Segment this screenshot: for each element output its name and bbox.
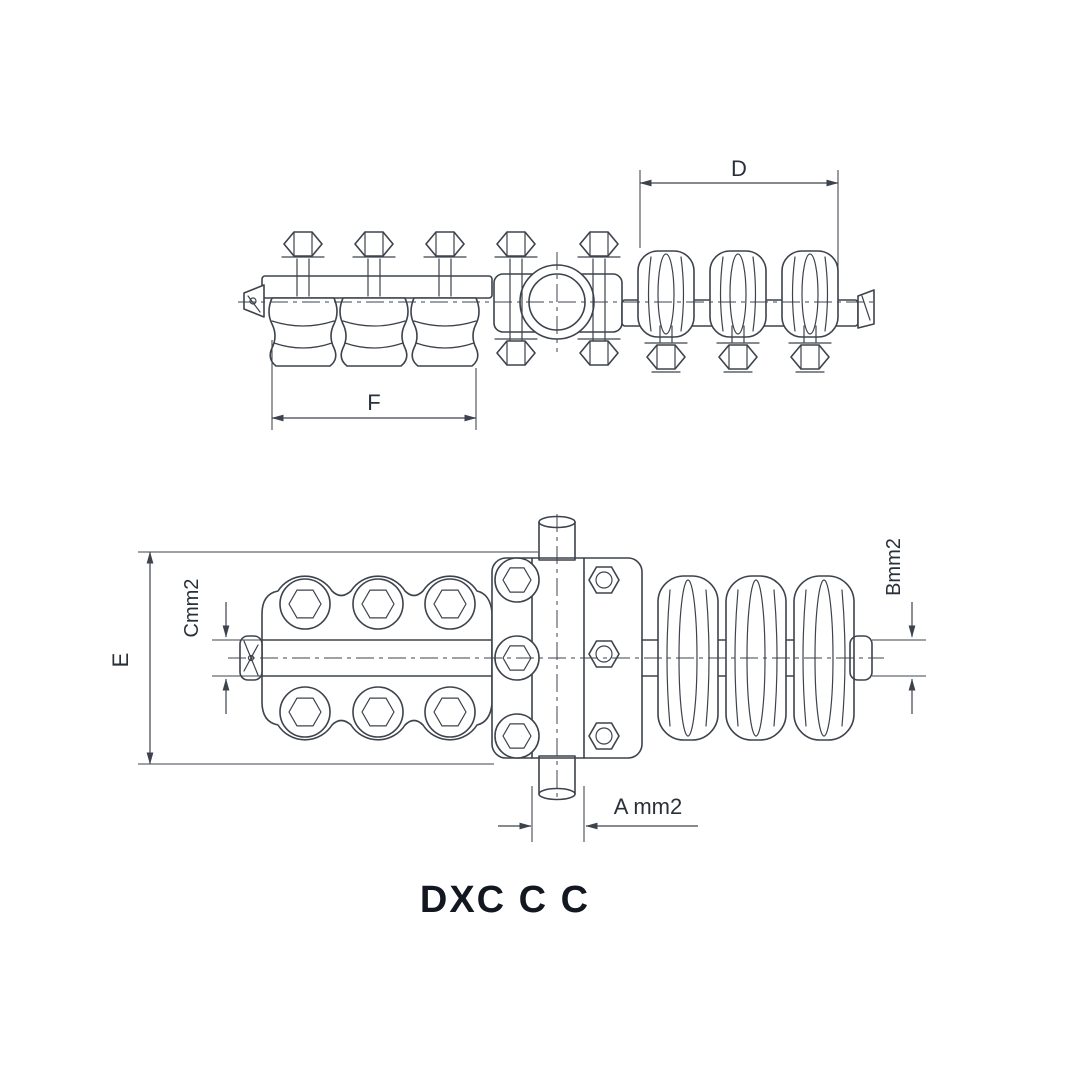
bolt-head (424, 686, 476, 738)
hex-nut (496, 231, 536, 257)
hex-nut (646, 344, 686, 370)
part-number: DXC C C (420, 879, 590, 921)
front-view: E Cmm2 Bmm2 A mm2 (108, 514, 926, 842)
top-view: D F (238, 156, 876, 430)
wavy-clamp-body (410, 297, 480, 367)
hex-nut (283, 231, 323, 257)
dimension-label-f: F (367, 390, 380, 415)
right-end-cap (857, 289, 875, 329)
wavy-clamp-body (268, 297, 338, 367)
spring-unit (709, 250, 767, 338)
bolt-head (352, 578, 404, 630)
bolt-head (494, 557, 540, 603)
dimension-label-e: E (108, 653, 133, 668)
dimension-label-c: Cmm2 (181, 579, 203, 638)
dimension-e: E (108, 551, 538, 765)
hex-nut (790, 344, 830, 370)
spring-unit (637, 250, 695, 338)
hex-nut (588, 722, 620, 750)
dimension-a: A mm2 (498, 786, 698, 842)
dimension-d: D (639, 156, 839, 286)
dimension-label-a: A mm2 (614, 794, 682, 819)
dimension-b: Bmm2 (872, 538, 926, 714)
dimension-f: F (271, 340, 477, 430)
dimension-label-b: Bmm2 (883, 538, 905, 596)
hex-nut (588, 640, 620, 668)
conductor-channel (261, 639, 493, 677)
dimension-label-d: D (731, 156, 747, 181)
dimension-c: Cmm2 (181, 579, 262, 714)
hex-nut (579, 340, 619, 366)
left-end-cap (243, 284, 265, 318)
wavy-clamp-body (339, 297, 409, 367)
bolt-head (424, 578, 476, 630)
bolt-head (279, 686, 331, 738)
bolt-head (352, 686, 404, 738)
hex-nut (354, 231, 394, 257)
hex-nut (579, 231, 619, 257)
spring-unit (781, 250, 839, 338)
bolt-head (494, 713, 540, 759)
studs-and-washers (281, 256, 832, 373)
bolt-head (279, 578, 331, 630)
hex-nut (588, 566, 620, 594)
hex-nut (718, 344, 758, 370)
hex-nut (496, 340, 536, 366)
hex-nut (425, 231, 465, 257)
